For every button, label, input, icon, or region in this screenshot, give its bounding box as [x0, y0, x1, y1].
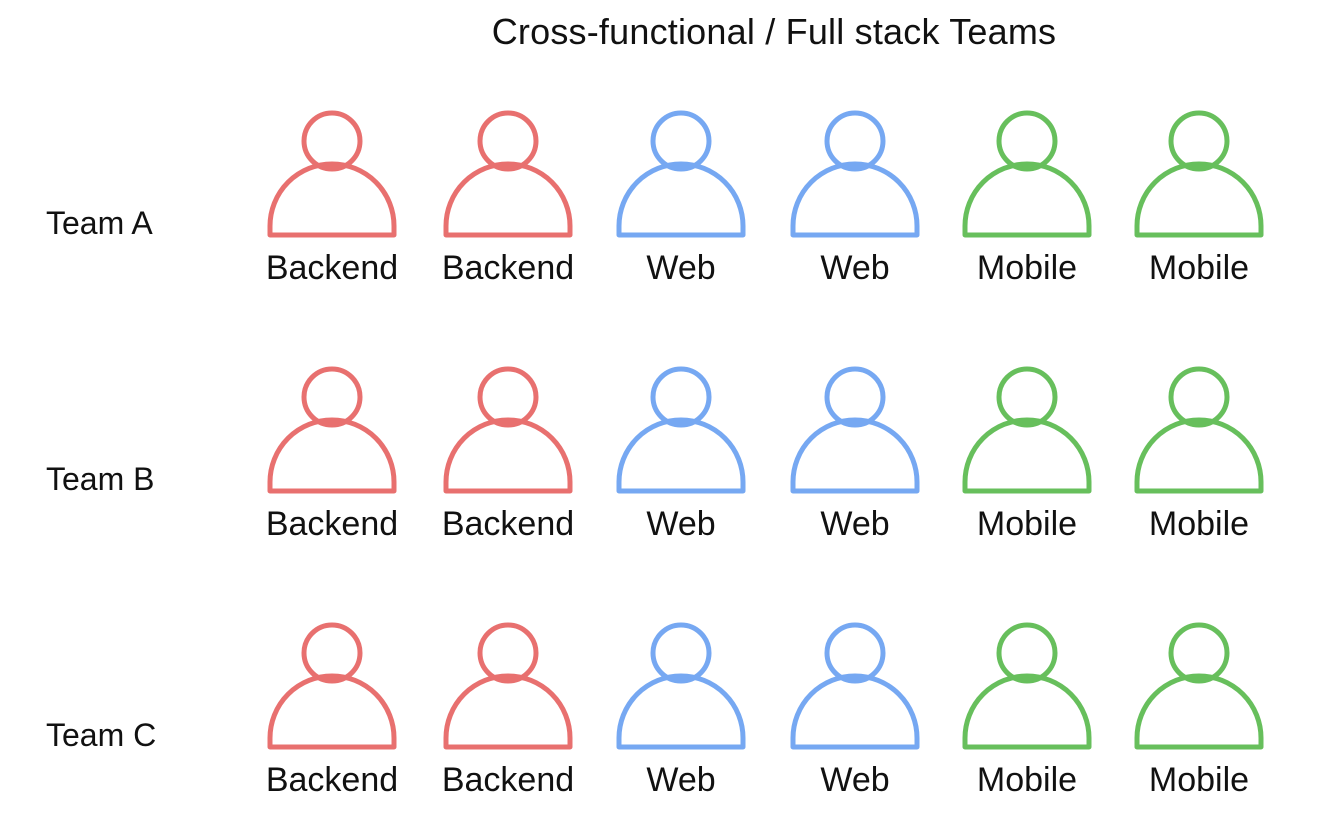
- person-body: [267, 673, 397, 750]
- team-row: Team C Backend Backend Web Web Mobile Mobile: [0, 620, 1332, 820]
- person-head: [824, 110, 886, 172]
- person-icon: [1134, 622, 1264, 750]
- role-label: Backend: [441, 761, 575, 799]
- person-icon: [790, 110, 920, 238]
- person-icon: [443, 110, 573, 238]
- person-head: [650, 110, 712, 172]
- role-label: Backend: [441, 249, 575, 287]
- role-label: Web: [820, 505, 890, 543]
- role-label: Mobile: [1148, 761, 1250, 799]
- person-icon: [443, 366, 573, 494]
- person-body: [267, 161, 397, 238]
- person-body: [616, 417, 746, 494]
- role-label: Web: [820, 249, 890, 287]
- person-head: [650, 366, 712, 428]
- team-member-mobile: Mobile: [1114, 620, 1284, 810]
- team-member-backend: Backend: [423, 620, 593, 810]
- person-body: [443, 161, 573, 238]
- person-icon: [790, 366, 920, 494]
- team-member-mobile: Mobile: [942, 108, 1112, 298]
- role-label: Backend: [265, 249, 399, 287]
- team-label: Team A: [46, 205, 153, 241]
- person-icon: [962, 366, 1092, 494]
- team-member-web: Web: [596, 108, 766, 298]
- role-label: Backend: [441, 505, 575, 543]
- person-head: [824, 622, 886, 684]
- person-icon: [443, 622, 573, 750]
- person-head: [477, 110, 539, 172]
- role-label: Mobile: [976, 249, 1078, 287]
- person-body: [790, 417, 920, 494]
- person-body: [616, 161, 746, 238]
- person-body: [790, 673, 920, 750]
- role-label: Mobile: [1148, 249, 1250, 287]
- team-member-web: Web: [596, 364, 766, 554]
- role-label: Web: [646, 505, 716, 543]
- person-icon: [1134, 110, 1264, 238]
- person-head: [301, 622, 363, 684]
- role-label: Backend: [265, 505, 399, 543]
- team-member-backend: Backend: [423, 364, 593, 554]
- person-body: [267, 417, 397, 494]
- person-head: [1168, 366, 1230, 428]
- role-label: Web: [820, 761, 890, 799]
- person-icon: [962, 622, 1092, 750]
- person-icon: [267, 622, 397, 750]
- person-head: [1168, 110, 1230, 172]
- team-member-mobile: Mobile: [1114, 108, 1284, 298]
- team-member-web: Web: [770, 108, 940, 298]
- team-member-web: Web: [596, 620, 766, 810]
- role-label: Mobile: [976, 505, 1078, 543]
- person-icon: [616, 622, 746, 750]
- person-body: [443, 673, 573, 750]
- diagram-title: Cross-functional / Full stack Teams: [491, 11, 1057, 52]
- person-body: [962, 161, 1092, 238]
- person-body: [962, 417, 1092, 494]
- team-member-web: Web: [770, 364, 940, 554]
- role-label: Web: [646, 249, 716, 287]
- role-label: Mobile: [976, 761, 1078, 799]
- person-icon: [790, 622, 920, 750]
- team-row: Team A Backend Backend Web Web Mobile Mobile: [0, 108, 1332, 308]
- person-body: [790, 161, 920, 238]
- person-head: [477, 622, 539, 684]
- person-icon: [267, 366, 397, 494]
- team-member-mobile: Mobile: [942, 364, 1112, 554]
- person-body: [1134, 161, 1264, 238]
- person-body: [962, 673, 1092, 750]
- person-head: [996, 366, 1058, 428]
- team-label: Team C: [46, 717, 157, 753]
- person-body: [1134, 673, 1264, 750]
- person-head: [301, 366, 363, 428]
- role-label: Web: [646, 761, 716, 799]
- team-label: Team B: [46, 461, 155, 497]
- person-body: [1134, 417, 1264, 494]
- team-member-mobile: Mobile: [942, 620, 1112, 810]
- team-member-mobile: Mobile: [1114, 364, 1284, 554]
- person-body: [616, 673, 746, 750]
- person-head: [301, 110, 363, 172]
- person-head: [996, 622, 1058, 684]
- team-member-backend: Backend: [247, 364, 417, 554]
- team-member-backend: Backend: [423, 108, 593, 298]
- person-body: [443, 417, 573, 494]
- team-member-backend: Backend: [247, 620, 417, 810]
- person-head: [824, 366, 886, 428]
- team-member-web: Web: [770, 620, 940, 810]
- person-head: [1168, 622, 1230, 684]
- role-label: Mobile: [1148, 505, 1250, 543]
- person-icon: [962, 110, 1092, 238]
- person-icon: [267, 110, 397, 238]
- person-icon: [1134, 366, 1264, 494]
- person-head: [650, 622, 712, 684]
- person-head: [477, 366, 539, 428]
- person-icon: [616, 366, 746, 494]
- team-row: Team B Backend Backend Web Web Mobile Mobile: [0, 364, 1332, 564]
- person-head: [996, 110, 1058, 172]
- person-icon: [616, 110, 746, 238]
- role-label: Backend: [265, 761, 399, 799]
- team-member-backend: Backend: [247, 108, 417, 298]
